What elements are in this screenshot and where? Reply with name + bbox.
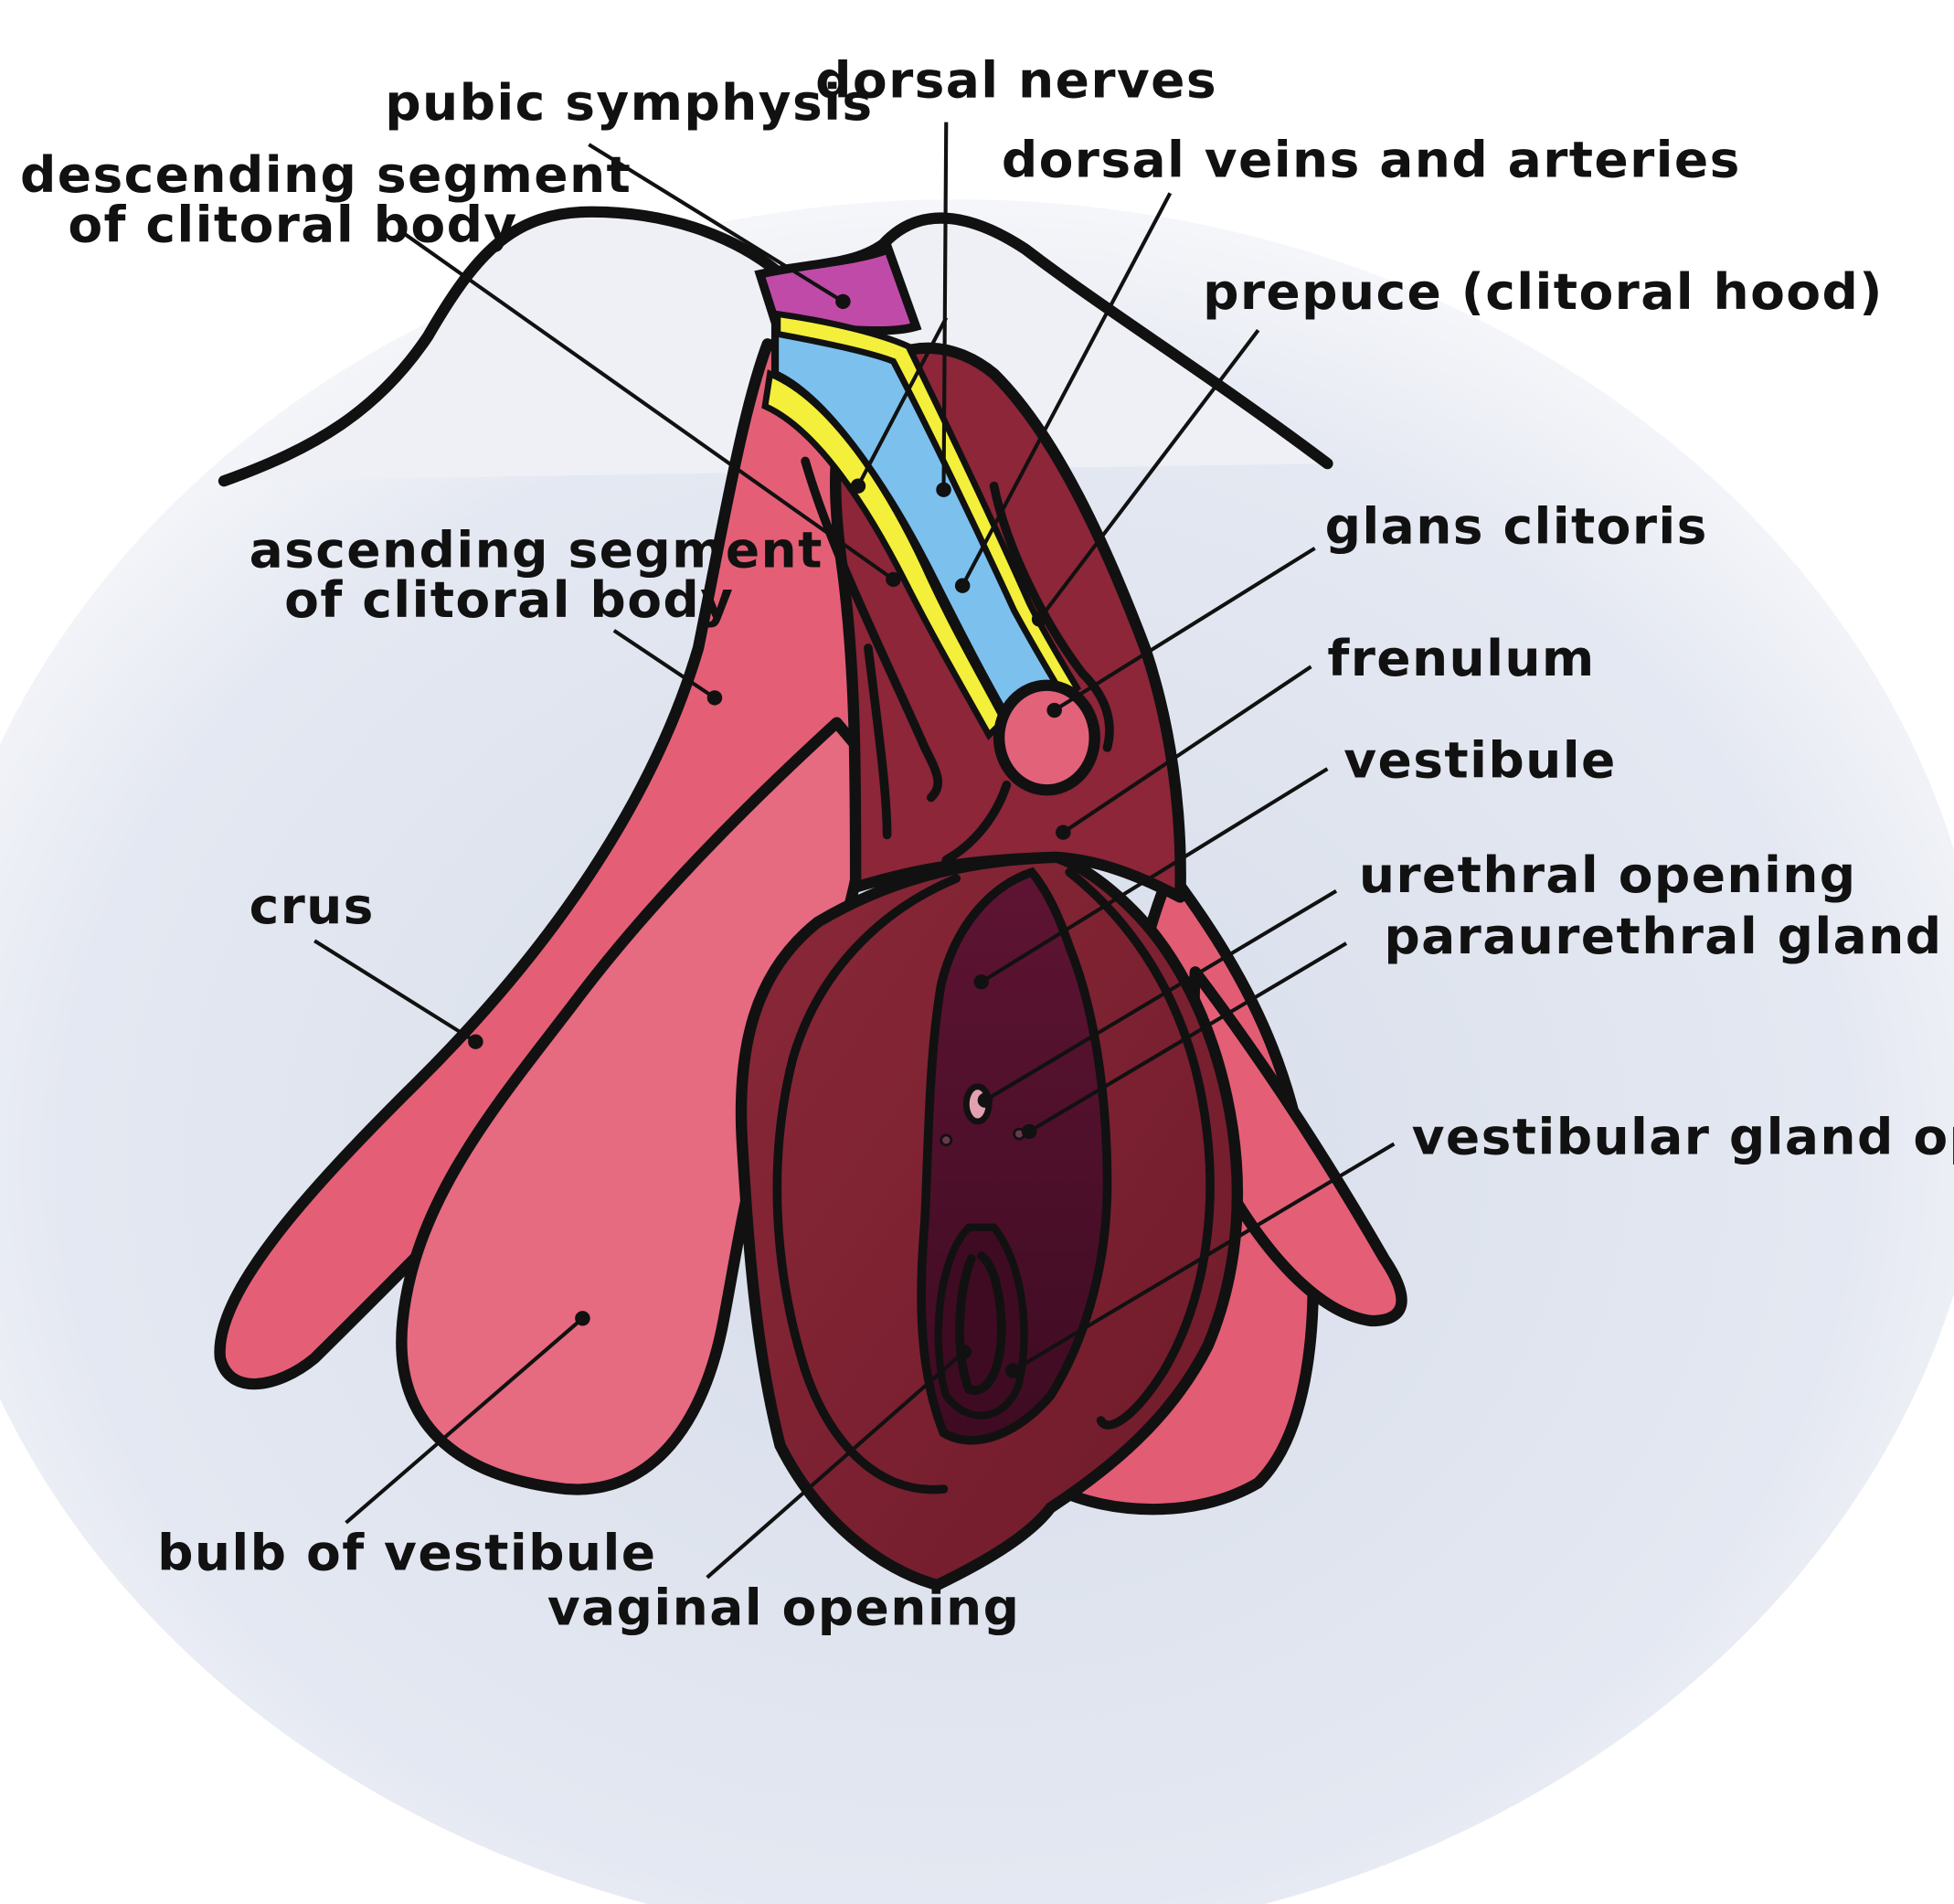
dot-dorsal-nerves-2	[850, 478, 866, 494]
leader-crus	[313, 939, 477, 1044]
leader-vestibular-gland	[1012, 1142, 1396, 1373]
label-dorsal-veins-arteries: dorsal veins and arteries	[1002, 131, 1741, 189]
leader-paraurethral	[1028, 941, 1348, 1133]
dot-pubic-symphysis	[835, 293, 851, 310]
label-crus: crus	[250, 877, 375, 935]
leader-urethral	[983, 888, 1338, 1102]
labia-inner-line-1	[772, 874, 961, 1494]
dot-descending	[886, 571, 901, 588]
leader-frenulum	[1062, 665, 1312, 835]
label-dorsal-nerves: dorsal nerves	[815, 51, 1217, 110]
leader-dorsal-nerves-2	[856, 316, 949, 487]
dot-paraurethral	[1021, 1123, 1037, 1139]
label-pubic-symphysis: pubic symphysis	[385, 73, 873, 132]
hood-fold-4	[941, 781, 1012, 865]
leader-dorsal-veins	[961, 192, 1173, 587]
leader-vaginal	[706, 1350, 965, 1580]
label-glans: glans clitoris	[1325, 497, 1708, 556]
dot-glans	[1046, 702, 1062, 718]
leader-ascending	[612, 629, 717, 700]
dot-crus	[468, 1034, 483, 1049]
label-vestibular-gland: vestibular gland openings	[1412, 1108, 1954, 1166]
dot-bulb	[575, 1311, 590, 1326]
leader-descending	[404, 232, 895, 581]
hood-fold-1	[801, 456, 942, 803]
dot-vaginal	[956, 1344, 972, 1360]
dot-urethral	[977, 1092, 993, 1108]
dot-ascending	[706, 690, 723, 706]
vaginal-opening-inner	[955, 1251, 1006, 1395]
leader-pubic-symphysis	[588, 143, 844, 303]
label-ascending-line2: of clitoral body	[284, 570, 734, 629]
labia-inner-line-2	[1065, 867, 1215, 1430]
labels: pubic symphysis dorsal nerves dorsal vei…	[20, 51, 1954, 1637]
paraurethral-opening-left	[940, 1133, 953, 1147]
label-descending-line1: descending segment	[20, 145, 632, 204]
leader-dorsal-nerves	[941, 122, 949, 490]
label-urethral-opening: urethral opening	[1359, 846, 1857, 904]
label-vestibule: vestibule	[1343, 731, 1616, 790]
label-descending-line2: of clitoral body	[68, 196, 517, 254]
label-bulb: bulb of vestibule	[157, 1524, 656, 1582]
label-paraurethral: paraurethral gland openings	[1384, 907, 1954, 965]
dot-prepuce	[1031, 612, 1047, 627]
hood-fold-3	[864, 644, 892, 840]
label-vaginal-opening: vaginal opening	[547, 1579, 1021, 1637]
leader-bulb	[345, 1316, 584, 1525]
dot-dorsal-nerves	[936, 482, 951, 497]
label-frenulum: frenulum	[1327, 629, 1595, 687]
dot-vestibule	[973, 974, 990, 990]
label-ascending-line1: ascending segment	[250, 521, 823, 580]
dot-vestibular-gland	[1004, 1363, 1021, 1378]
dot-dorsal-veins	[954, 578, 971, 593]
label-prepuce: prepuce (clitoral hood)	[1203, 262, 1884, 321]
glans-shape	[993, 679, 1100, 796]
leader-lines	[313, 122, 1396, 1580]
hood-fold-2	[989, 481, 1114, 752]
leader-prepuce	[1037, 329, 1260, 621]
dot-frenulum	[1056, 824, 1071, 840]
leader-vestibule	[980, 767, 1329, 984]
leader-glans	[1053, 547, 1316, 712]
dorsal-nerve-stripe-left	[761, 369, 1008, 740]
